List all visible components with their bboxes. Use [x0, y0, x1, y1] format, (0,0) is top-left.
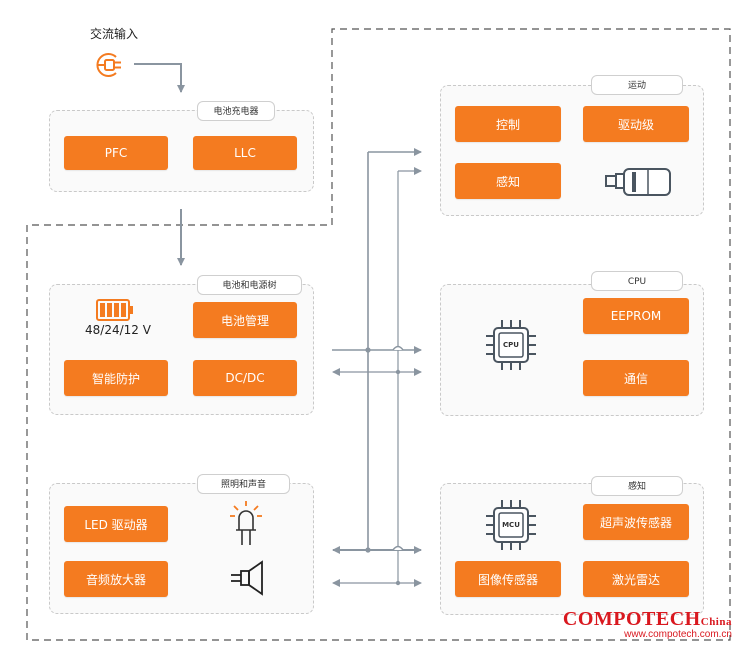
led-driver-block: LED 驱动器 [64, 506, 168, 542]
motion-sensing-block: 感知 [455, 163, 561, 199]
power-tree-tag: 电池和电源树 [197, 275, 302, 295]
mcu-chip-icon [486, 500, 536, 550]
llc-block: LLC [193, 136, 297, 170]
speaker-icon [231, 560, 263, 596]
watermark-suffix: China [700, 616, 732, 628]
compotech-watermark: COMPOTECHChina www.compotech.com.cn [563, 608, 732, 640]
image-sensor-block: 图像传感器 [455, 561, 561, 597]
pfc-block: PFC [64, 136, 168, 170]
boundary-dashed [26, 28, 731, 641]
watermark-brand: COMPOTECH [562, 608, 701, 630]
lidar-block: 激光雷达 [583, 561, 689, 597]
battery-icon [96, 299, 133, 321]
motion-tag: 运动 [591, 75, 683, 95]
audio-amp-block: 音频放大器 [64, 561, 168, 597]
ac-input-label: 交流输入 [90, 27, 139, 41]
charger-tag: 电池充电器 [197, 101, 275, 121]
cpu-chip-icon [486, 320, 536, 370]
cpu-chip-label: CPU [503, 341, 519, 349]
motor-icon [605, 168, 671, 196]
control-block: 控制 [455, 106, 561, 142]
led-icon [230, 501, 262, 545]
bms-block: 电池管理 [193, 302, 297, 338]
cpu-tag: CPU [591, 271, 683, 291]
driver-stage-block: 驱动级 [583, 106, 689, 142]
ac-input-arrow [134, 63, 185, 93]
watermark-url: www.compotech.com.cn [624, 629, 732, 640]
plug-icon [96, 53, 121, 77]
battery-voltage-label: 48/24/12 V [85, 323, 151, 337]
dcdc-block: DC/DC [193, 360, 297, 396]
lighting-tag: 照明和声音 [197, 474, 290, 494]
comm-block: 通信 [583, 360, 689, 396]
ultrasonic-block: 超声波传感器 [583, 504, 689, 540]
mcu-chip-label: MCU [502, 521, 520, 529]
sensing-tag: 感知 [591, 476, 683, 496]
eeprom-block: EEPROM [583, 298, 689, 334]
protection-block: 智能防护 [64, 360, 168, 396]
